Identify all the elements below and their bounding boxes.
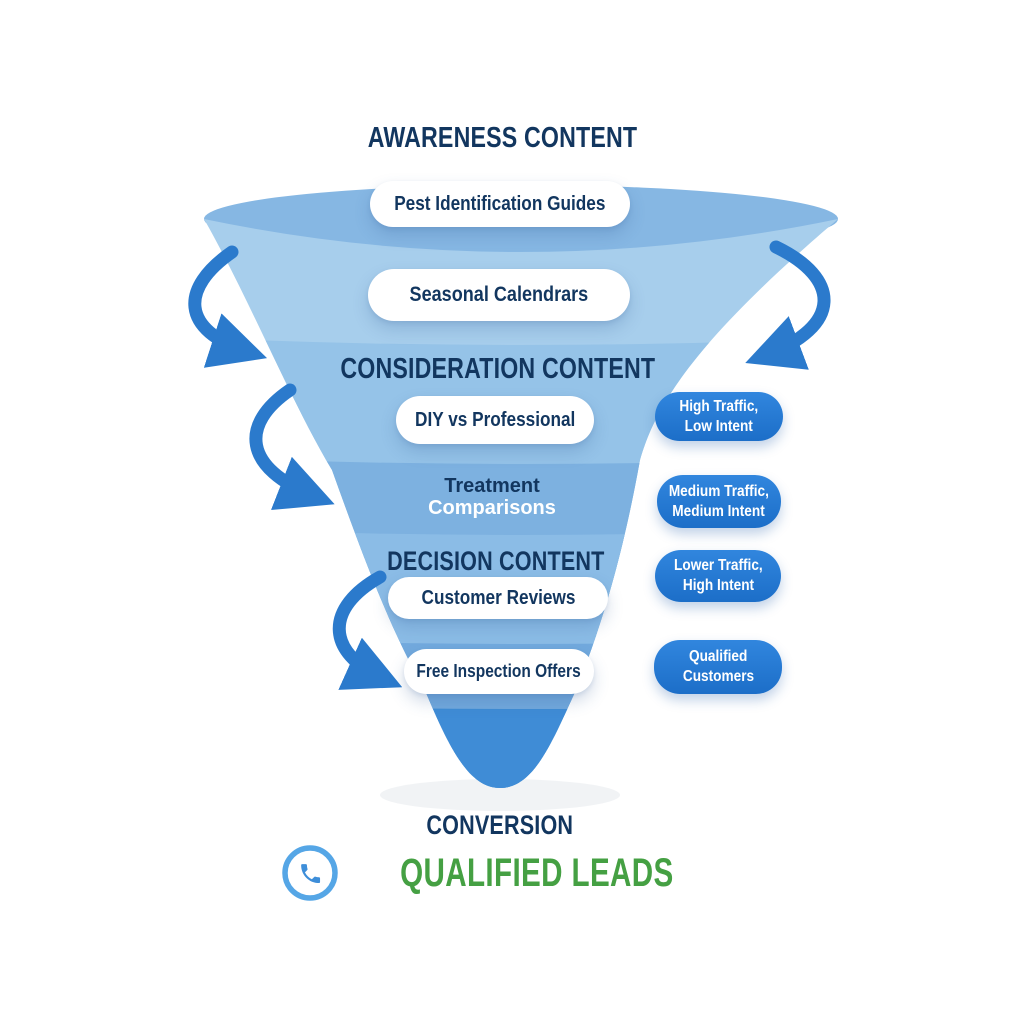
qualified-leads-row: QUALIFIED LEADS bbox=[0, 844, 1013, 902]
treatment-line2: Comparisons bbox=[428, 497, 556, 520]
curved-arrow-icon bbox=[745, 240, 831, 370]
curved-arrow-icon bbox=[332, 570, 403, 690]
qualified-leads-text: QUALIFIED LEADS bbox=[399, 850, 674, 895]
treatment-line1: Treatment bbox=[444, 475, 540, 497]
treatment-comparisons-label: Treatment Comparisons bbox=[0, 475, 1004, 520]
pill-free-inspection-offers: Free Inspection Offers bbox=[404, 649, 594, 694]
phone-icon bbox=[281, 845, 338, 901]
funnel-shadow bbox=[380, 779, 620, 811]
pill-diy-vs-professional: DIY vs Professional bbox=[396, 396, 594, 444]
badge-qualified-customers: Qualified Customers bbox=[654, 640, 782, 694]
pill-pest-identification-guides: Pest Identification Guides bbox=[370, 181, 630, 227]
consideration-title: CONSIDERATION CONTENT bbox=[340, 353, 656, 385]
badge-medium-traffic-medium-intent: Medium Traffic, Medium Intent bbox=[657, 475, 781, 528]
decision-title: DECISION CONTENT bbox=[387, 546, 605, 576]
conversion-title: CONVERSION bbox=[426, 810, 574, 840]
badge-lower-traffic-high-intent: Lower Traffic, High Intent bbox=[655, 550, 781, 602]
badge-high-traffic-low-intent: High Traffic, Low Intent bbox=[655, 392, 783, 441]
curved-arrow-icon bbox=[188, 245, 268, 368]
curved-arrow-icon bbox=[249, 383, 335, 511]
pill-seasonal-calendars: Seasonal Calendrars bbox=[368, 269, 630, 321]
awareness-title: AWARENESS CONTENT bbox=[367, 122, 637, 154]
pill-customer-reviews: Customer Reviews bbox=[388, 577, 608, 619]
flow-arrows bbox=[188, 240, 831, 690]
